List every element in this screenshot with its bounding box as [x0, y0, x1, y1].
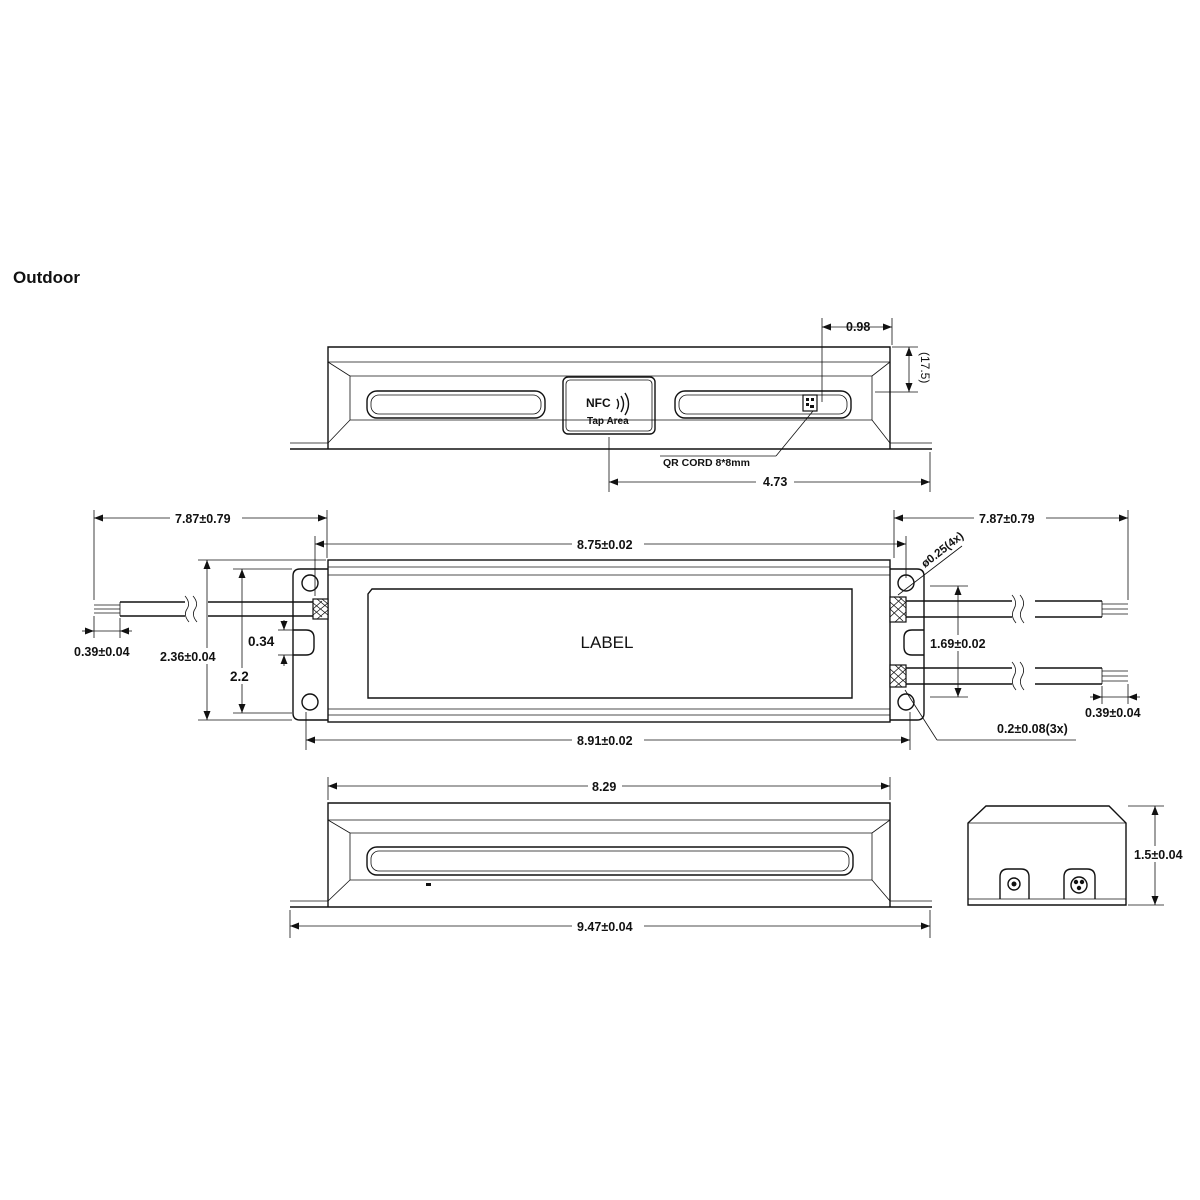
qr-label: QR CORD 8*8mm [663, 457, 750, 469]
dim-169: 1.69±0.02 [930, 637, 986, 651]
side-view: 8.29 9.47±0.04 [289, 777, 932, 938]
dim-wire: 0.2±0.08(3x) [997, 722, 1068, 736]
label-text: LABEL [581, 633, 634, 652]
page-title: Outdoor [13, 268, 81, 287]
left-cable [94, 595, 329, 623]
label-area [367, 588, 853, 699]
dim-right-strip: 0.39±0.04 [1085, 706, 1141, 720]
cable-gland-right-icon [1063, 868, 1096, 899]
cable-gland-left-icon [999, 868, 1030, 899]
dim-891: 8.91±0.02 [577, 734, 633, 748]
side-recess-slot [366, 846, 854, 876]
left-mounting-ear [292, 568, 328, 721]
top-view: NFC Tap Area QR CORD 8*8mm 0.98 [290, 318, 932, 492]
end-housing-outline [967, 805, 1127, 906]
right-mounting-ear [890, 568, 925, 721]
right-cable-lower [889, 661, 1128, 691]
dim-473: 4.73 [763, 475, 787, 489]
dim-22: 2.2 [230, 669, 249, 684]
right-slot [903, 629, 924, 656]
recess-slot-right [674, 390, 852, 419]
dim-098: 0.98 [846, 320, 870, 334]
qr-code-icon [802, 394, 818, 412]
dim-829: 8.29 [592, 780, 616, 794]
dim-hole: ø0.25(4x) [919, 530, 966, 570]
side-housing-outline [327, 802, 891, 907]
dim-034: 0.34 [248, 634, 275, 649]
hole-leader [897, 545, 963, 596]
left-slot [293, 629, 315, 656]
nfc-subtext: Tap Area [587, 416, 629, 427]
mount-hole-br [897, 693, 915, 711]
dim-175: (17.5) [918, 352, 932, 383]
mount-hole-tl [301, 574, 319, 592]
nfc-wave-icon [616, 392, 630, 416]
dim-947: 9.47±0.04 [577, 920, 633, 934]
dim-right-lead: 7.87±0.79 [979, 512, 1035, 526]
dim-left-strip: 0.39±0.04 [74, 645, 130, 659]
plan-view: LABEL [74, 510, 1141, 750]
end-view: 1.5±0.04 [967, 805, 1198, 906]
mount-hole-bl [301, 693, 319, 711]
dim-15: 1.5±0.04 [1134, 848, 1183, 862]
nfc-text: NFC [586, 396, 611, 410]
dim-875: 8.75±0.02 [577, 538, 633, 552]
nfc-tap-area [562, 376, 656, 435]
qr-leader [775, 410, 814, 457]
housing-outline [327, 346, 891, 449]
recess-slot-left [366, 390, 546, 419]
right-cable-upper [889, 594, 1128, 624]
driver-body [327, 559, 891, 723]
wire-leader [904, 689, 938, 741]
dim-236: 2.36±0.04 [160, 650, 216, 664]
dim-left-lead: 7.87±0.79 [175, 512, 231, 526]
